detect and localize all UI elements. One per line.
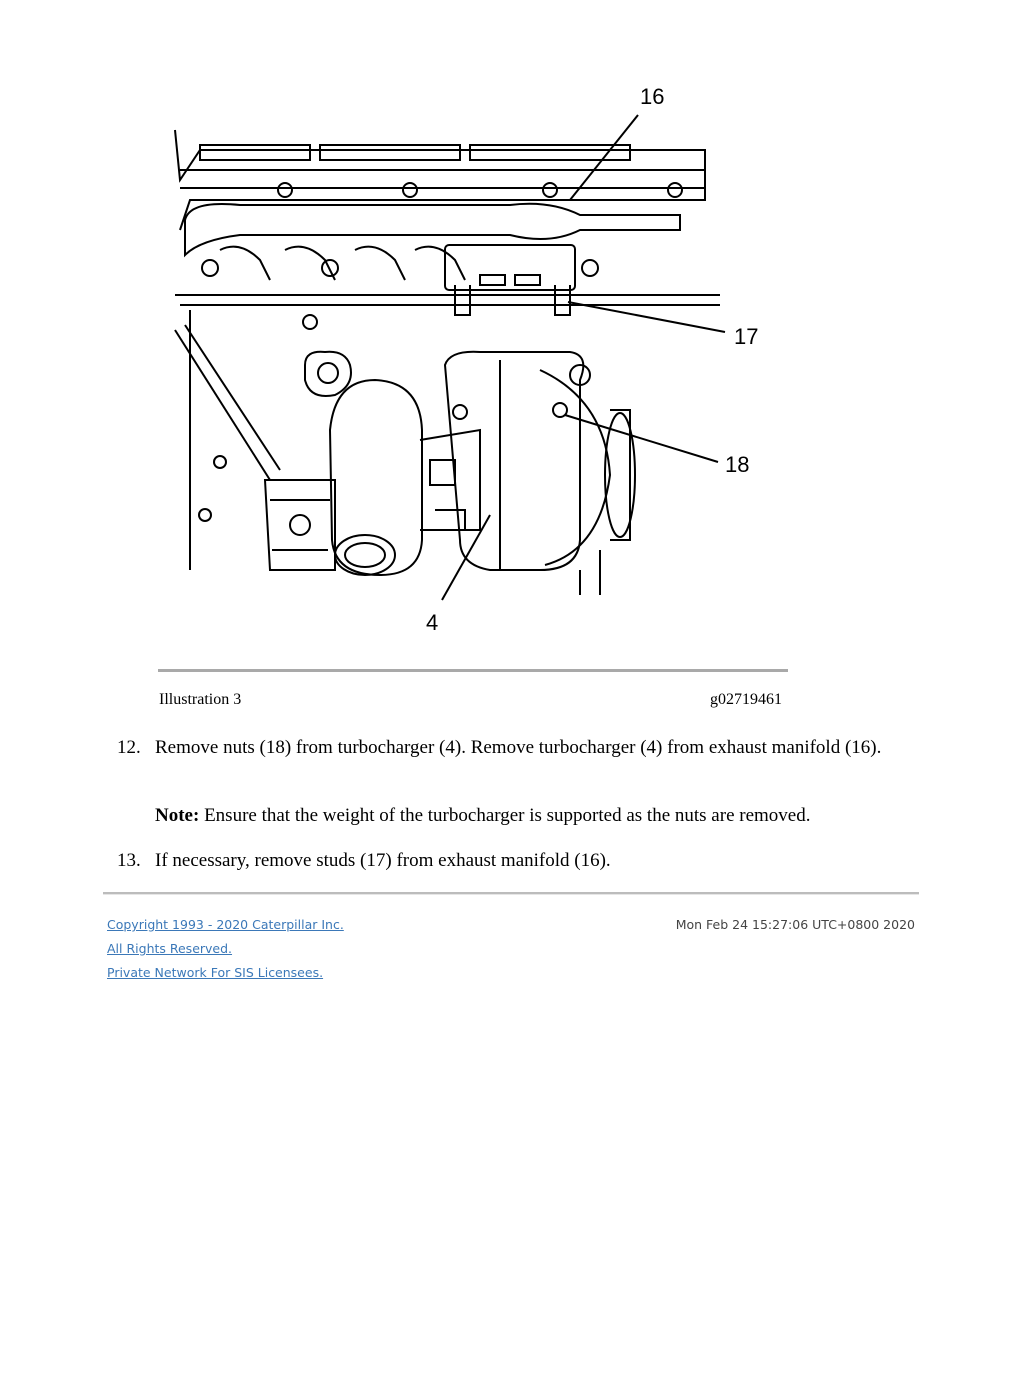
step-number: 12. bbox=[117, 737, 141, 758]
illustration-code: g02719461 bbox=[710, 691, 782, 708]
footer-divider bbox=[103, 892, 919, 895]
note-label: Note: bbox=[155, 805, 200, 826]
callout-17: 17 bbox=[734, 324, 758, 349]
callout-18: 18 bbox=[725, 452, 749, 477]
timestamp: Mon Feb 24 15:27:06 UTC+0800 2020 bbox=[675, 917, 915, 932]
copyright-link[interactable]: Copyright 1993 - 2020 Caterpillar Inc. bbox=[107, 917, 344, 932]
network-link[interactable]: Private Network For SIS Licensees. bbox=[107, 965, 324, 980]
step-number: 13. bbox=[117, 850, 141, 871]
turbocharger-illustration: 16 17 18 4 bbox=[160, 70, 790, 640]
rights-link[interactable]: All Rights Reserved. bbox=[107, 941, 233, 956]
callout-16: 16 bbox=[640, 84, 664, 109]
step-text: If necessary, remove studs (17) from exh… bbox=[155, 850, 611, 871]
callout-4: 4 bbox=[426, 610, 438, 635]
step-text: Remove nuts (18) from turbocharger (4). … bbox=[155, 737, 882, 758]
figure-divider bbox=[158, 669, 788, 672]
illustration-label: Illustration 3 bbox=[159, 691, 242, 708]
note: Note: Ensure that the weight of the turb… bbox=[155, 804, 935, 828]
note-text: Ensure that the weight of the turbocharg… bbox=[204, 805, 811, 826]
